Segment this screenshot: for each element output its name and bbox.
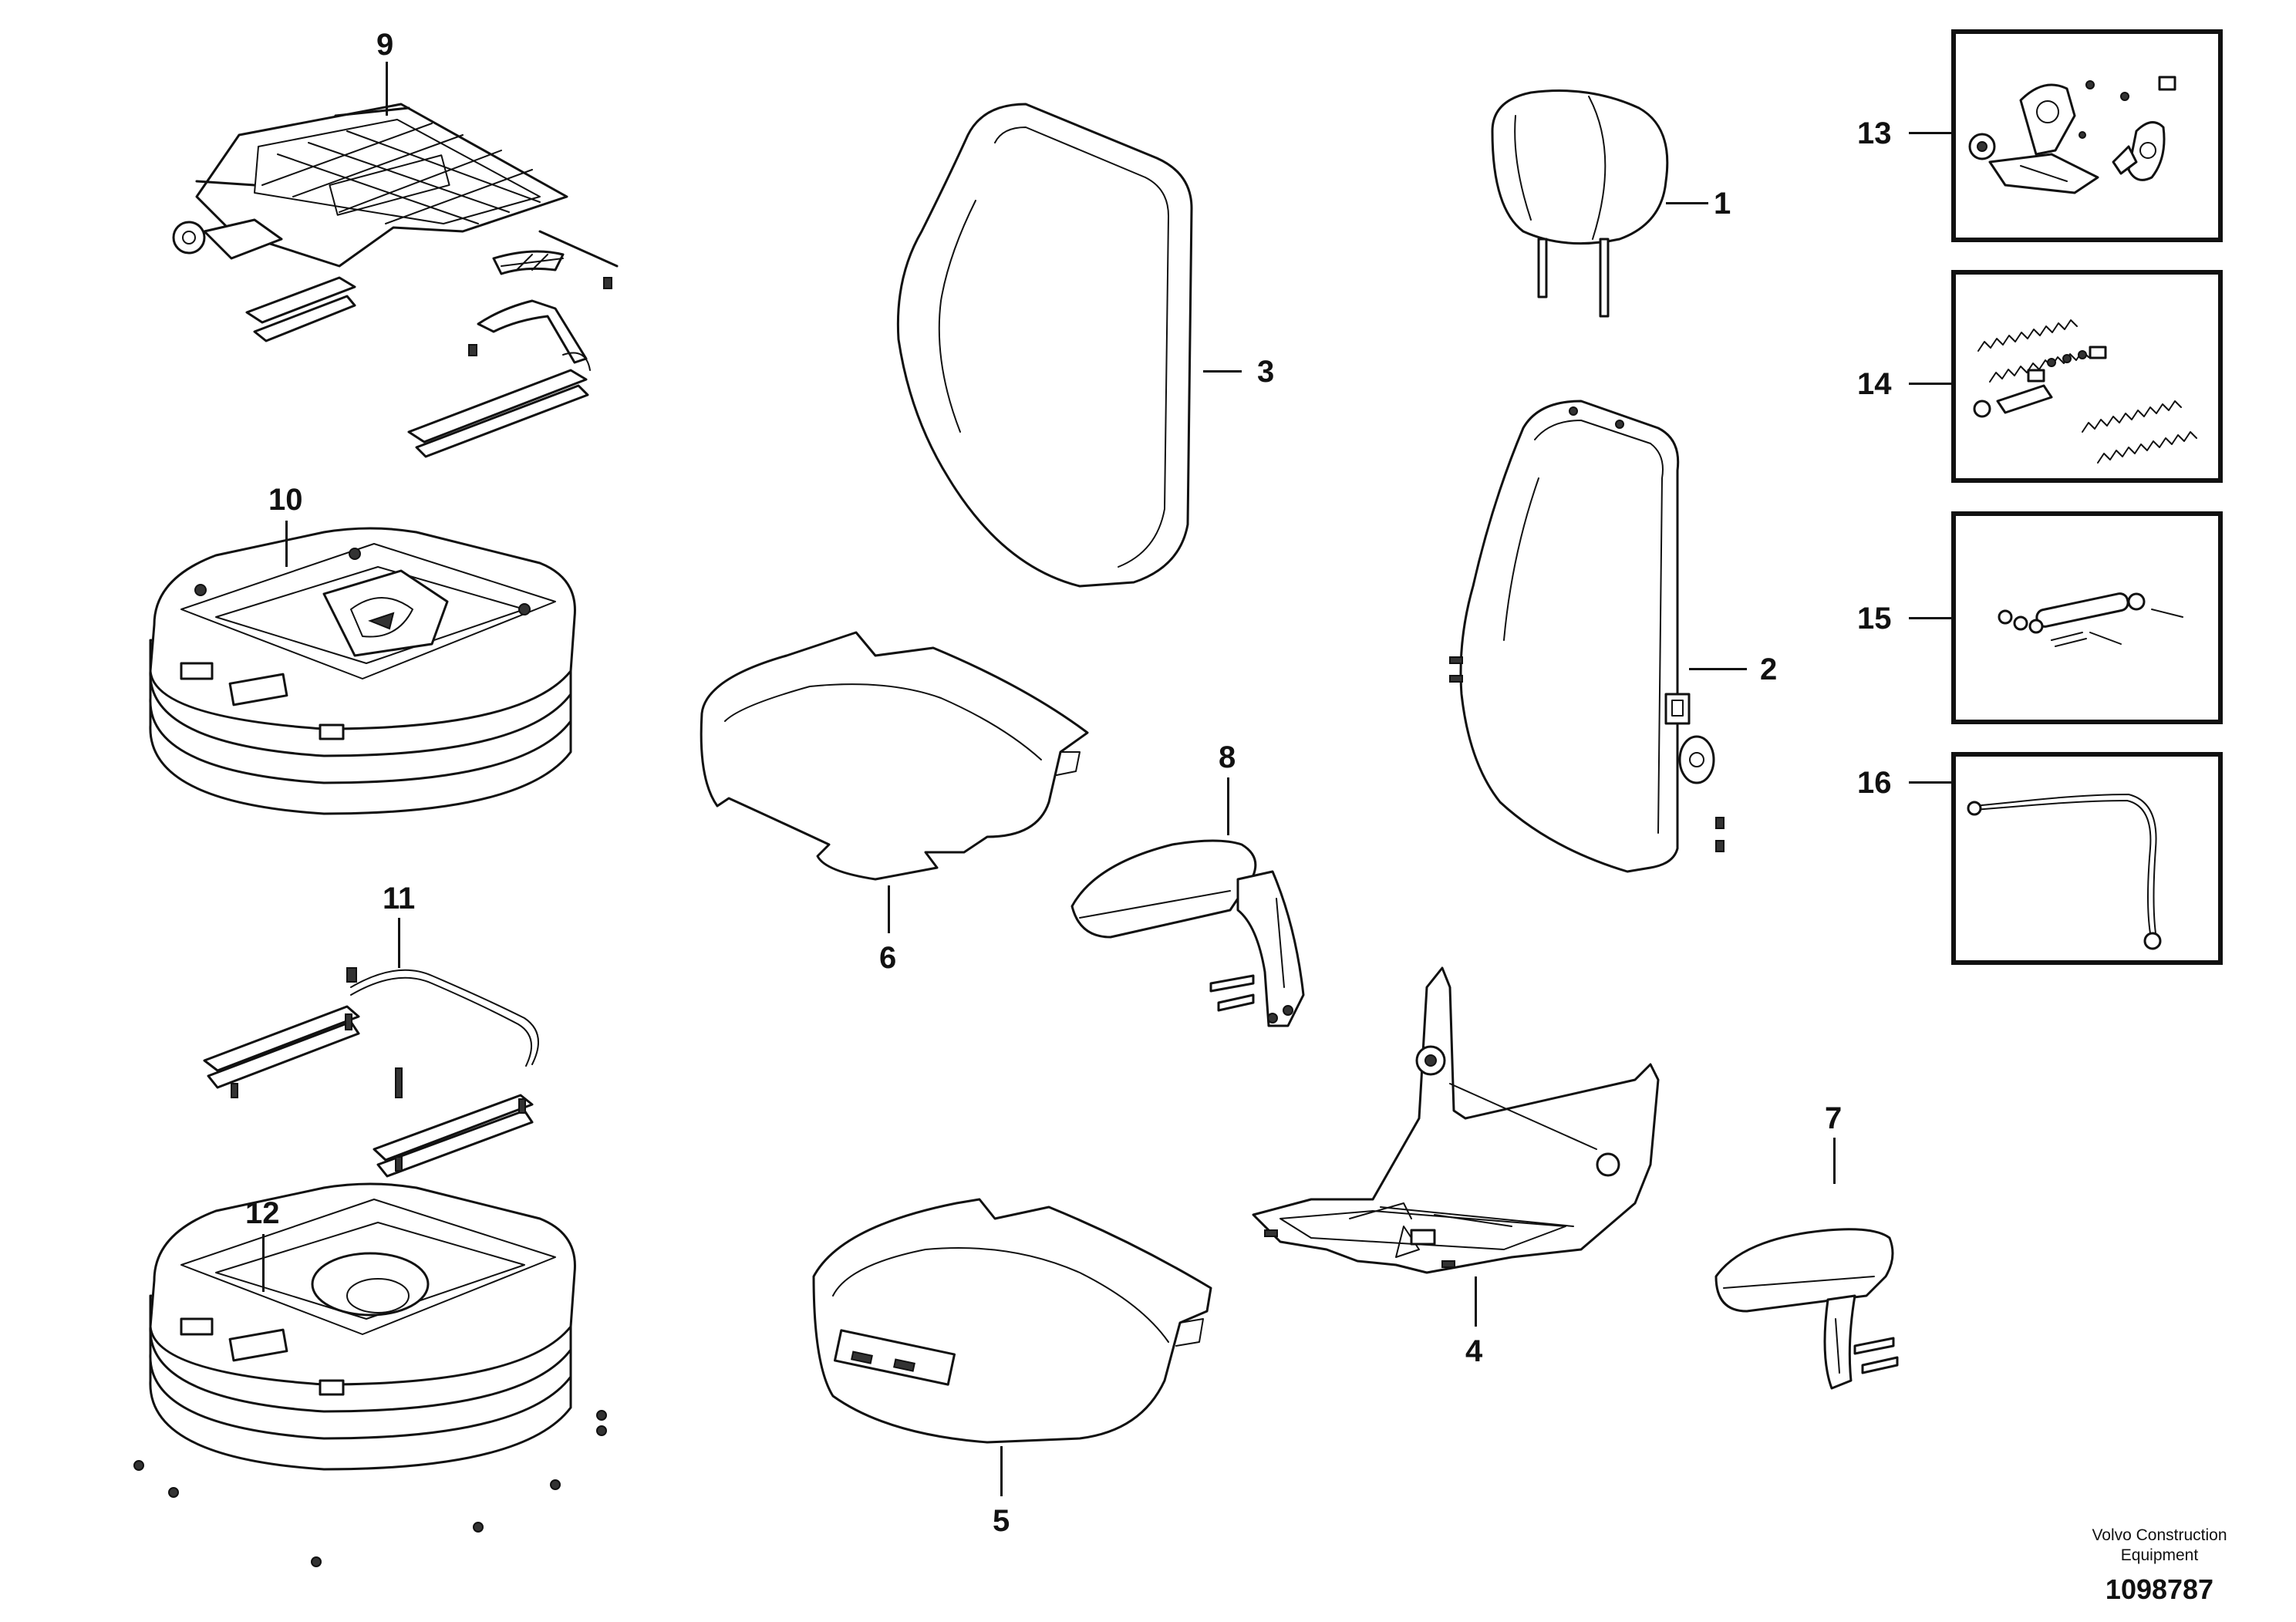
part-3-backrest-cushion: [896, 103, 1193, 588]
callout-15: 15: [1857, 602, 1892, 636]
part-7-armrest-right: [1714, 1228, 1899, 1390]
leader-line-12: [262, 1234, 265, 1292]
part-9-suspension-frame: [172, 103, 619, 458]
part-6-seat-cushion: [700, 631, 1089, 881]
part-12-bellows-cover-open: [133, 1182, 607, 1567]
callout-12: 12: [245, 1196, 280, 1230]
callout-7: 7: [1825, 1101, 1843, 1135]
part-11-slide-rails: [203, 967, 539, 1178]
company-name-line-1: Volvo Construction: [2092, 1526, 2227, 1544]
leader-line-1: [1666, 202, 1708, 204]
part-4-seat-frame: [1252, 966, 1660, 1274]
leader-line-4: [1475, 1276, 1477, 1327]
callout-1: 1: [1714, 187, 1731, 221]
callout-9: 9: [376, 28, 394, 62]
callout-6: 6: [879, 941, 897, 975]
kit-frame-13: [1951, 29, 2223, 242]
leader-line-9: [386, 62, 388, 116]
kit-frame-15: [1951, 511, 2223, 724]
kit-frame-16: [1951, 752, 2223, 965]
callout-2: 2: [1760, 653, 1778, 686]
callout-10: 10: [268, 483, 303, 517]
leader-line-6: [888, 885, 890, 933]
part-2-backrest: [1449, 400, 1725, 873]
callout-16: 16: [1857, 766, 1892, 800]
callout-4: 4: [1465, 1334, 1483, 1368]
callout-8: 8: [1219, 740, 1236, 774]
part-8-armrest-left: [1070, 839, 1305, 1027]
callout-14: 14: [1857, 367, 1892, 401]
callout-5: 5: [993, 1504, 1010, 1538]
drawing-number: 1098787: [2105, 1573, 2214, 1605]
callout-13: 13: [1857, 116, 1892, 150]
company-name: Volvo Construction Equipment: [2036, 1526, 2283, 1566]
leader-line-8: [1227, 777, 1229, 835]
leader-line-11: [398, 918, 400, 968]
callout-11: 11: [383, 882, 416, 916]
leader-line-3: [1203, 370, 1242, 373]
leader-line-5: [1000, 1446, 1003, 1496]
company-name-line-2: Equipment: [2120, 1546, 2199, 1564]
part-5-seat-cushion-complete: [812, 1198, 1212, 1444]
callout-3: 3: [1257, 355, 1275, 389]
kit-frame-14: [1951, 270, 2223, 483]
leader-line-10: [285, 521, 288, 567]
leader-line-14: [1909, 383, 1951, 385]
leader-line-2: [1689, 668, 1747, 670]
leader-line-16: [1909, 781, 1951, 784]
part-1-headrest: [1491, 89, 1669, 318]
leader-line-15: [1909, 617, 1951, 619]
leader-line-13: [1909, 132, 1951, 134]
leader-line-7: [1833, 1138, 1836, 1184]
part-10-bellows-cover: [149, 527, 576, 815]
